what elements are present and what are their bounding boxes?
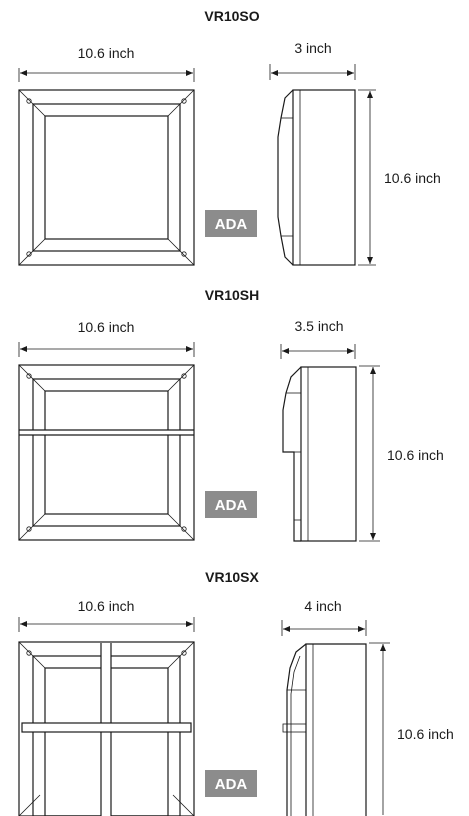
model-title: VR10SH <box>205 287 259 303</box>
height-dimension: 10.6 inch <box>359 365 444 542</box>
ada-label: ADA <box>215 776 248 793</box>
front-view <box>18 364 195 541</box>
depth-label: 3 inch <box>294 40 331 56</box>
height-label: 10.6 inch <box>384 170 441 186</box>
ada-badge: ADA <box>205 491 257 518</box>
depth-dimension: 3.5 inch <box>280 318 356 359</box>
height-label: 10.6 inch <box>387 447 444 463</box>
ada-label: ADA <box>215 216 248 233</box>
side-view <box>282 366 357 542</box>
section-vr10sx: VR10SX 10.6 inch ADA <box>18 569 454 816</box>
section-vr10sh: VR10SH 10.6 inch ADA <box>18 287 444 542</box>
section-vr10so: VR10SO 10.6 inch ADA <box>18 8 441 266</box>
model-title: VR10SO <box>204 8 259 24</box>
width-label: 10.6 inch <box>78 45 135 61</box>
height-label: 10.6 inch <box>397 726 454 742</box>
height-dimension: 10.6 inch <box>369 642 454 815</box>
depth-dimension: 4 inch <box>281 598 367 636</box>
depth-dimension: 3 inch <box>269 40 356 80</box>
model-title: VR10SX <box>205 569 259 585</box>
ada-badge: ADA <box>205 210 257 237</box>
front-view <box>18 641 195 816</box>
width-dimension: 10.6 inch <box>18 319 195 357</box>
height-dimension: 10.6 inch <box>358 89 441 266</box>
side-view <box>282 643 367 816</box>
depth-label: 4 inch <box>304 598 341 614</box>
width-dimension: 10.6 inch <box>18 598 195 632</box>
width-label: 10.6 inch <box>78 319 135 335</box>
width-dimension: 10.6 inch <box>18 45 195 82</box>
depth-label: 3.5 inch <box>294 318 343 334</box>
ada-badge: ADA <box>205 770 257 797</box>
side-view <box>277 89 356 266</box>
front-view <box>18 89 195 266</box>
width-label: 10.6 inch <box>78 598 135 614</box>
ada-label: ADA <box>215 497 248 514</box>
